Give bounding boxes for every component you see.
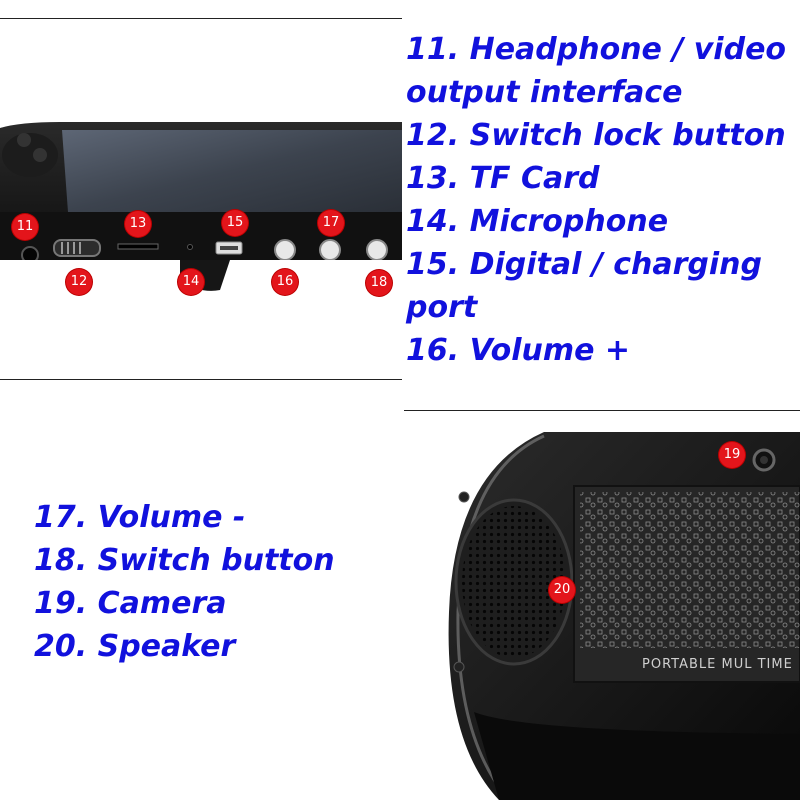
badge-16: 16: [272, 269, 298, 295]
badge-14: 14: [178, 269, 204, 295]
switch-lock-slider: [53, 239, 101, 257]
feature-item: port: [406, 290, 478, 325]
badge-18: 18: [366, 270, 392, 296]
dpad-area: [2, 133, 58, 177]
badge-19: 19: [719, 442, 745, 468]
power-button: [366, 239, 388, 261]
screw: [453, 661, 465, 673]
top-left-divider: [0, 18, 402, 19]
volume-up-button: [274, 239, 296, 261]
feature-item: 14. Microphone: [406, 204, 669, 239]
feature-item: 12. Switch lock button: [406, 118, 786, 153]
device-back-photo: [404, 412, 800, 800]
dpad-button: [17, 133, 31, 147]
feature-item: 19. Camera: [34, 586, 227, 621]
feature-item: 17. Volume -: [34, 500, 246, 535]
badge-17: 17: [318, 210, 344, 236]
badge-11: 11: [12, 214, 38, 240]
dpad-button: [33, 148, 47, 162]
feature-item: 15. Digital / charging: [406, 247, 763, 282]
badge-20: 20: [549, 577, 575, 603]
tf-card-slot: [117, 243, 159, 250]
microphone-hole: [187, 244, 193, 250]
middle-right-divider: [404, 410, 800, 411]
badge-15: 15: [222, 210, 248, 236]
feature-item: output interface: [406, 75, 683, 110]
bottom-feature-list: 17. Volume - 18. Switch button 19. Camer…: [34, 496, 335, 668]
badge-12: 12: [66, 269, 92, 295]
back-label-text: PORTABLE MUL TIME: [642, 657, 793, 672]
device-screen: [62, 130, 402, 212]
screw: [458, 491, 470, 503]
middle-left-divider: [0, 379, 402, 380]
badge-13: 13: [125, 211, 151, 237]
feature-item: 16. Volume +: [406, 333, 631, 368]
feature-item: 20. Speaker: [34, 629, 236, 664]
feature-item: 13. TF Card: [406, 161, 600, 196]
feature-item: 11. Headphone / video: [406, 32, 787, 67]
volume-down-button: [319, 239, 341, 261]
top-feature-list: 11. Headphone / video output interface 1…: [406, 28, 786, 372]
symbol-pattern: [580, 492, 800, 648]
feature-item: 18. Switch button: [34, 543, 335, 578]
